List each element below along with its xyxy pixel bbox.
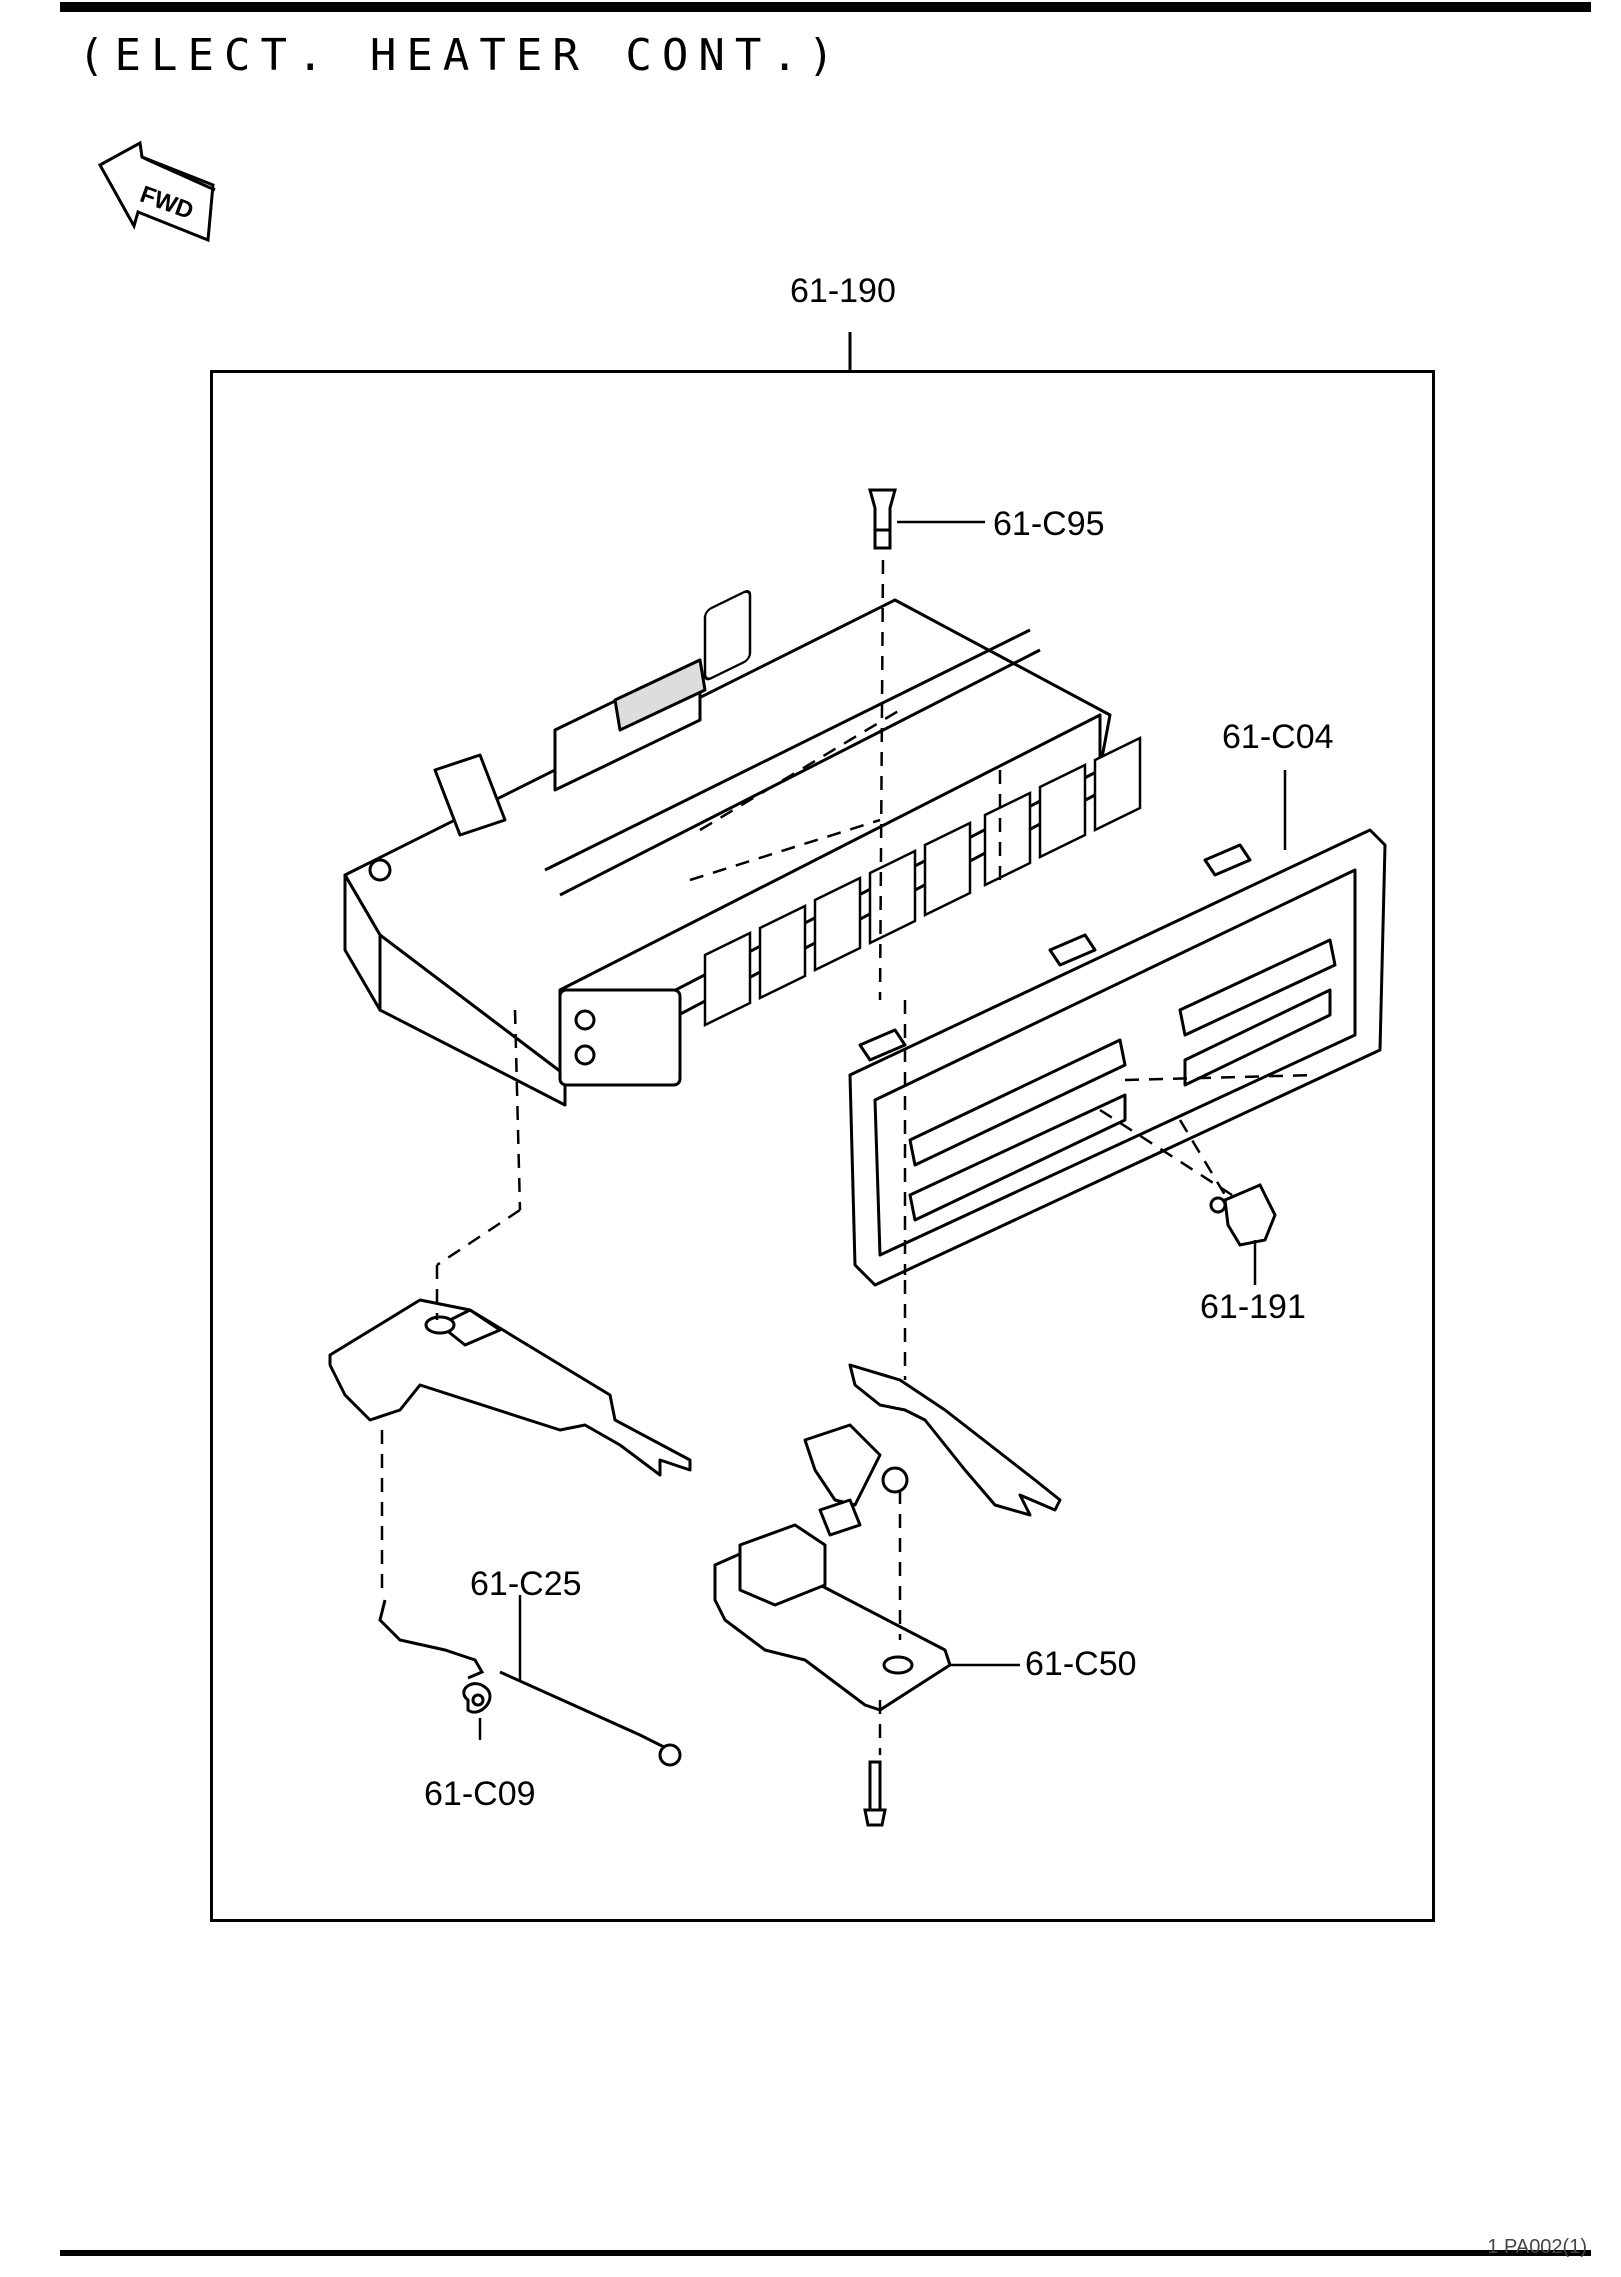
clip-part: [462, 1682, 492, 1714]
fwd-arrow-icon: FWD: [97, 140, 216, 243]
control-unit-body: [343, 598, 1112, 1107]
guide-lines: [380, 559, 1316, 1755]
left-lever: [328, 1298, 692, 1477]
bolt-part: [868, 488, 897, 550]
figure-code: 1 PA002(1): [1487, 2236, 1587, 2258]
callout-61-c25: 61-C25: [470, 1565, 582, 1603]
top-rule: [60, 2, 1591, 12]
callout-61-c95: 61-C95: [993, 505, 1105, 543]
actuator-part: [713, 1523, 952, 1712]
control-cable: [378, 1599, 682, 1767]
assembly-frame: [210, 370, 1435, 1922]
knob-part: [1209, 1183, 1277, 1247]
button-row: [703, 590, 1142, 1028]
page-title: (ELECT. HEATER CONT.): [78, 30, 845, 81]
callout-leaders: [478, 520, 1287, 1740]
callout-61-c04: 61-C04: [1222, 718, 1334, 756]
bottom-rule: [60, 2250, 1591, 2256]
callout-61-c09: 61-C09: [424, 1775, 536, 1813]
screw-part: [863, 1760, 887, 1827]
right-lever: [803, 1363, 1062, 1537]
callout-61-c50: 61-C50: [1025, 1645, 1137, 1683]
callout-61-190: 61-190: [790, 272, 896, 310]
front-bezel: [848, 828, 1387, 1287]
callout-61-191: 61-191: [1200, 1288, 1306, 1326]
